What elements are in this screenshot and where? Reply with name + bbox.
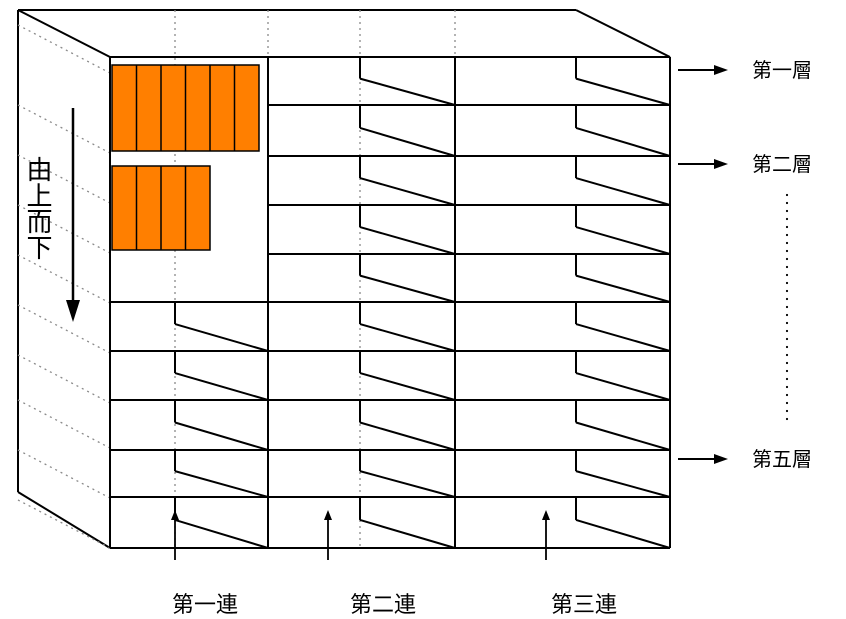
continuation-dots [785,193,789,197]
continuation-dots [785,369,789,373]
cell-diagonal-6-0 [174,372,269,401]
continuation-dots [785,265,789,269]
side-dotted-8 [17,449,111,499]
cell-diagonal-5-1 [359,323,456,352]
cell-diagonal-6-1 [359,372,456,401]
continuation-dots [785,361,789,365]
cell-diagonal-4-1 [359,274,456,303]
cell-diagonal-7-2 [575,421,671,451]
row-label-1: 第一連 [172,593,238,618]
cell-diagonal-1-1 [359,126,456,157]
row-label-2: 第二連 [350,593,416,618]
continuation-dots [785,225,789,229]
continuation-dots [785,289,789,293]
cell-diagonal-7-0 [174,421,269,451]
side-dotted-1 [17,104,111,154]
continuation-dots [785,385,789,389]
side-dotted-6 [17,354,111,404]
continuation-dots [785,217,789,221]
up-arrow-icon [324,510,332,520]
continuation-dots [785,249,789,253]
continuation-dots [785,305,789,309]
row-label-3: 第三連 [551,593,617,618]
continuation-dots [785,353,789,357]
continuation-dots [785,337,789,341]
continuation-dots [785,257,789,261]
continuation-dots [785,401,789,405]
side-dotted-7 [17,399,111,449]
continuation-dots [785,329,789,333]
continuation-dots [785,209,789,213]
stacked-boxes [111,64,260,251]
arrows [66,65,789,560]
up-arrow-icon [171,510,179,520]
direction-label: 由上而下 [22,156,52,260]
top-right-edge [575,9,671,58]
cell-diagonal-6-2 [575,372,671,401]
rack-structure [17,9,671,549]
continuation-dots [785,241,789,245]
cell-diagonal-3-1 [359,226,456,255]
right-arrow-icon [714,65,728,75]
continuation-dots [785,313,789,317]
cell-diagonal-8-2 [575,470,671,498]
cell-diagonal-2-2 [575,177,671,206]
cell-diagonal-8-0 [174,470,269,498]
cell-diagonal-0-1 [359,77,456,106]
cell-diagonal-3-2 [575,226,671,255]
cell-diagonal-0-2 [575,77,671,106]
top-left-edge [17,9,111,58]
continuation-dots [785,281,789,285]
bottom-left-edge [17,491,111,549]
continuation-dots [785,417,789,421]
continuation-dots [785,233,789,237]
continuation-dots [785,345,789,349]
side-dotted-9 [17,499,111,549]
continuation-dots [785,377,789,381]
cell-diagonal-4-2 [575,274,671,303]
side-dotted-4 [17,254,111,304]
continuation-dots [785,273,789,277]
continuation-dots [785,201,789,205]
cell-diagonal-8-1 [359,470,456,498]
up-arrow-icon [542,510,550,520]
cell-diagonal-1-2 [575,126,671,157]
cell-diagonal-5-0 [174,323,269,352]
cell-diagonal-2-1 [359,177,456,206]
cell-diagonal-9-2 [575,518,671,549]
cell-diagonal-9-1 [359,518,456,549]
cell-diagonal-7-1 [359,421,456,451]
down-arrow-icon [66,300,80,322]
cell-diagonal-5-2 [575,323,671,352]
continuation-dots [785,393,789,397]
side-dotted-5 [17,304,111,354]
cell-diagonal-9-0 [174,518,269,549]
layer-label-5: 第五層 [752,447,812,471]
continuation-dots [785,297,789,301]
layer-label-2: 第二層 [752,152,812,176]
layer-label-1: 第一層 [752,58,812,82]
continuation-dots [785,321,789,325]
continuation-dots [785,409,789,413]
right-arrow-icon [714,159,728,169]
right-arrow-icon [714,454,728,464]
